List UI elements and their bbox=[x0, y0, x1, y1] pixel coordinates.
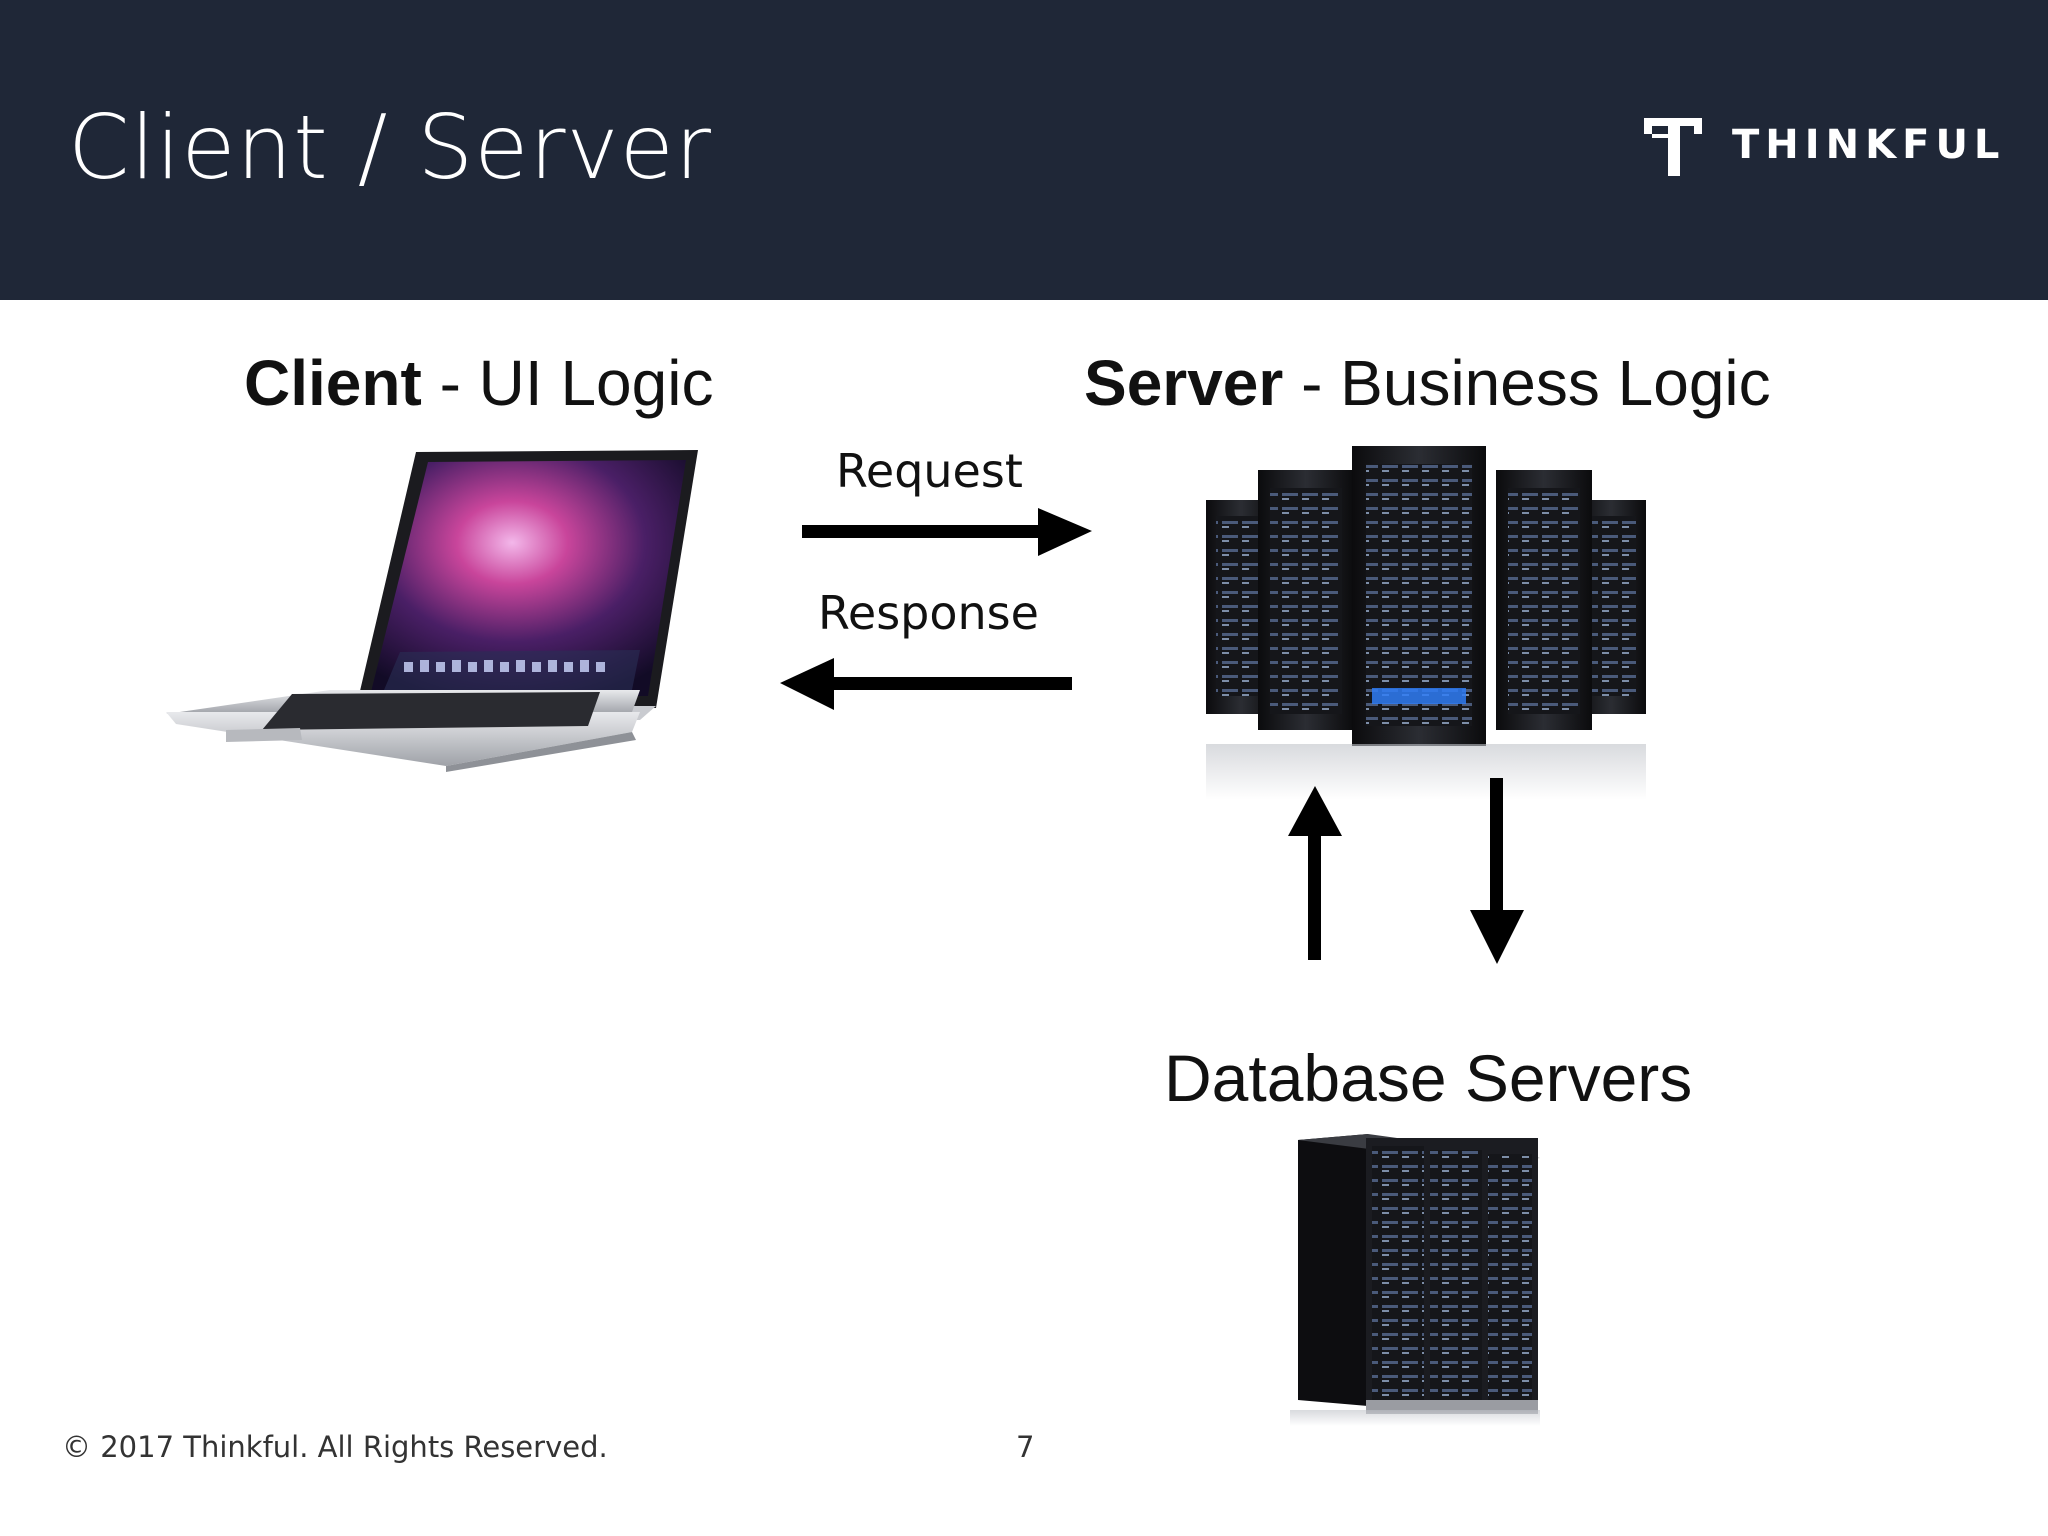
thinkful-logo-icon bbox=[1644, 118, 1702, 176]
server-heading-strong: Server bbox=[1084, 347, 1284, 419]
client-heading-rest: - UI Logic bbox=[421, 347, 714, 419]
slide-title: Client / Server bbox=[68, 96, 712, 199]
slide-header: Client / Server THINKFUL bbox=[0, 0, 2048, 300]
client-heading-strong: Client bbox=[244, 347, 422, 419]
db-up-arrow bbox=[1288, 786, 1342, 960]
response-arrow bbox=[780, 658, 1072, 710]
logo-wordmark: THINKFUL bbox=[1732, 122, 2006, 168]
server-racks-icon bbox=[1206, 446, 1646, 800]
page-number: 7 bbox=[1016, 1430, 1035, 1464]
database-heading: Database Servers bbox=[1164, 1041, 1693, 1115]
db-down-arrow bbox=[1470, 778, 1524, 964]
server-heading: Server - Business Logic bbox=[1084, 346, 1771, 420]
laptop-icon bbox=[166, 450, 698, 772]
client-heading: Client - UI Logic bbox=[244, 346, 713, 420]
response-label: Response bbox=[818, 586, 1039, 640]
copyright-footer: © 2017 Thinkful. All Rights Reserved. bbox=[62, 1430, 608, 1464]
server-heading-rest: - Business Logic bbox=[1283, 347, 1771, 419]
request-arrow bbox=[802, 508, 1092, 556]
thinkful-logo: THINKFUL bbox=[1640, 112, 1999, 182]
database-server-cabinet-icon bbox=[1290, 1134, 1540, 1426]
request-label: Request bbox=[836, 444, 1023, 498]
